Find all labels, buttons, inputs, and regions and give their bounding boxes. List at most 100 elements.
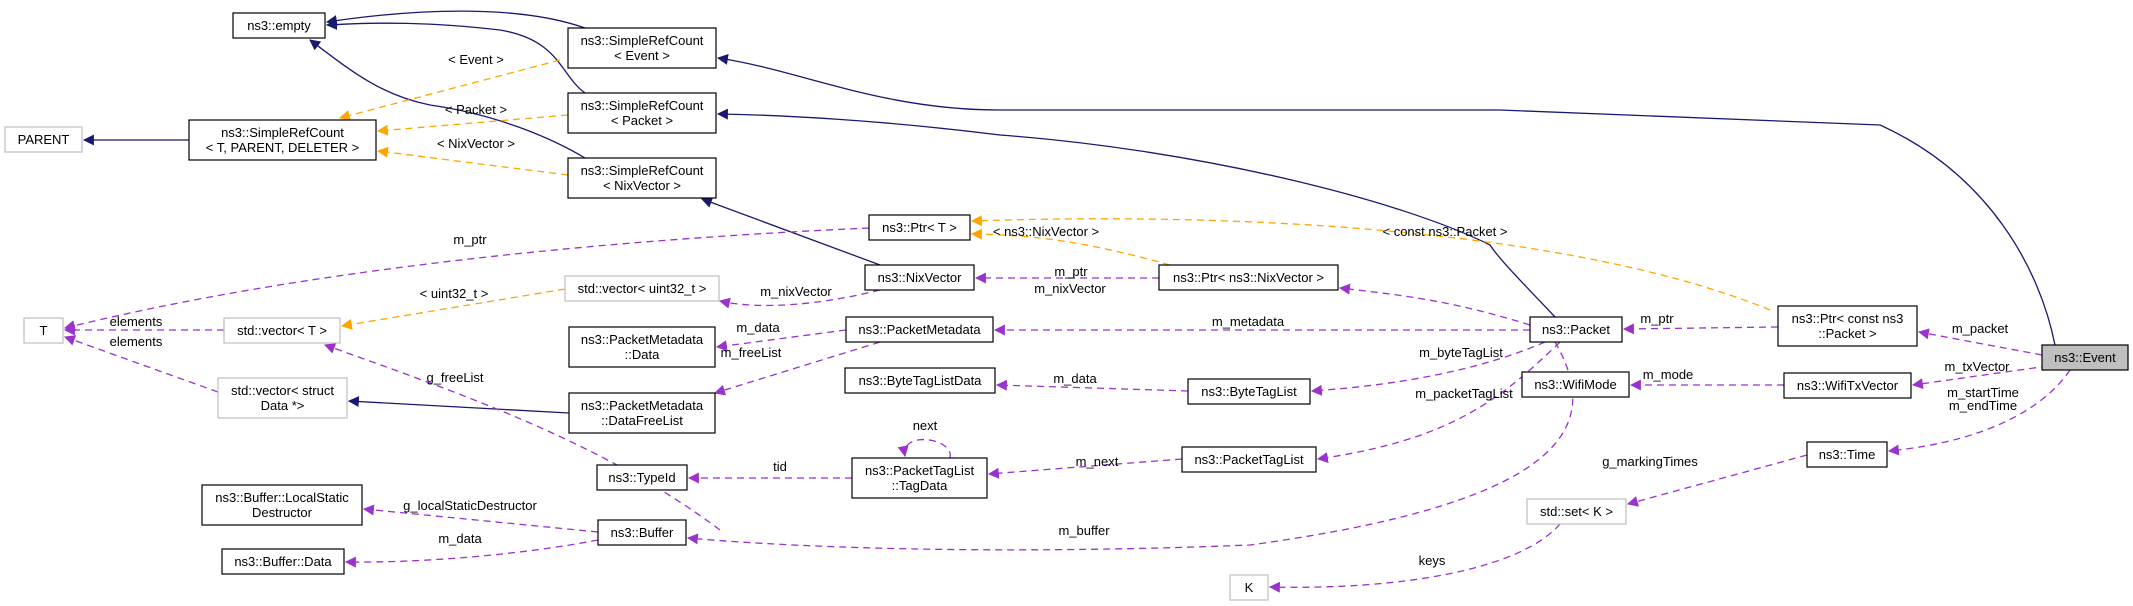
edge-packet-to-btl [1310, 341, 1546, 396]
node-box [188, 119, 377, 161]
class-node-event[interactable]: ns3::Event [2041, 344, 2129, 371]
edge-ptr_cpacket-to-packet [1622, 323, 1779, 335]
edge-src_packet-to-src_tpd [376, 114, 569, 136]
node-label: std::vector< struct [231, 383, 334, 398]
node-box [564, 275, 720, 302]
class-node-ptl-tagdata[interactable]: ns3::PacketTagList::TagData [851, 457, 988, 499]
node-box [1181, 446, 1317, 473]
class-node-packet[interactable]: ns3::Packet [1529, 316, 1623, 343]
node-label: ns3::Buffer::LocalStatic [215, 490, 349, 505]
edge-label: tid [773, 459, 787, 474]
node-label: ns3::SimpleRefCount [581, 163, 704, 178]
edge-event-to-ptr_cpacket [1917, 328, 2043, 356]
edge-label: g_markingTimes [1602, 454, 1698, 469]
node-box [217, 377, 348, 419]
class-node-ptr-nix[interactable]: ns3::Ptr< ns3::NixVector > [1158, 264, 1339, 291]
edge-label: g_freeList [426, 370, 483, 385]
edge-label: m_txVector [1944, 359, 2010, 374]
class-node-vec-t[interactable]: std::vector< T > [223, 317, 341, 344]
node-label: ns3::TypeId [608, 470, 675, 485]
node-label: ::Data [625, 347, 660, 362]
edge-label: < ns3::NixVector > [993, 224, 1099, 239]
node-box [596, 464, 688, 491]
node-label: ns3::PacketMetadata [581, 332, 704, 347]
node-box [1529, 316, 1623, 343]
node-box [567, 27, 717, 69]
node-box [567, 92, 717, 134]
node-box [1187, 378, 1311, 405]
class-node-ptr-cpacket[interactable]: ns3::Ptr< const ns3::Packet > [1777, 305, 1918, 347]
node-box [1158, 264, 1339, 291]
node-box [1526, 498, 1627, 525]
node-label: ns3::ByteTagListData [859, 373, 983, 388]
class-node-parent[interactable]: PARENT [4, 126, 83, 153]
node-box [23, 317, 64, 344]
class-node-src-packet[interactable]: ns3::SimpleRefCount< Packet > [567, 92, 717, 134]
class-node-vec-u32[interactable]: std::vector< uint32_t > [564, 275, 720, 302]
node-box [232, 12, 326, 39]
node-label: ns3::WifiMode [1534, 377, 1616, 392]
node-box [1783, 372, 1912, 399]
class-node-buf-data[interactable]: ns3::Buffer::Data [221, 548, 345, 575]
node-label: std::vector< uint32_t > [578, 281, 707, 296]
class-node-time[interactable]: ns3::Time [1806, 441, 1888, 468]
node-box [223, 317, 341, 344]
edge-ptr_cpacket-to-ptr_T [970, 215, 1771, 311]
edge-label: m_freeList [721, 345, 782, 360]
node-label: Destructor [252, 505, 313, 520]
class-node-src-event[interactable]: ns3::SimpleRefCount< Event > [567, 27, 717, 69]
node-label: ns3::Ptr< T > [882, 220, 957, 235]
edge-label: m_mode [1643, 367, 1694, 382]
node-label: std::vector< T > [237, 323, 327, 338]
class-node-ptl[interactable]: ns3::PacketTagList [1181, 446, 1317, 473]
node-label: ns3::ByteTagList [1201, 384, 1297, 399]
node-label: std::set< K > [1540, 504, 1613, 519]
node-label: ::Packet > [1818, 326, 1876, 341]
edge-event-to-src_event [716, 53, 2056, 346]
class-node-wifimode[interactable]: ns3::WifiMode [1521, 371, 1630, 398]
node-box [221, 548, 345, 575]
class-node-set-k[interactable]: std::set< K > [1526, 498, 1627, 525]
node-label: ns3::PacketTagList [865, 463, 975, 478]
node-box [868, 214, 971, 241]
class-node-k[interactable]: K [1229, 574, 1269, 601]
node-box [567, 157, 717, 199]
class-node-src-nix[interactable]: ns3::SimpleRefCount< NixVector > [567, 157, 717, 199]
node-label: < T, PARENT, DELETER > [206, 140, 359, 155]
class-node-btl[interactable]: ns3::ByteTagList [1187, 378, 1311, 405]
edge-label: m_buffer [1058, 523, 1110, 538]
edge-label: m_endTime [1949, 398, 2017, 413]
node-label: ::DataFreeList [601, 413, 683, 428]
edge-packet-to-src_packet [716, 108, 1556, 318]
class-node-empty[interactable]: ns3::empty [232, 12, 326, 39]
class-node-pm-freelist[interactable]: ns3::PacketMetadata::DataFreeList [568, 392, 716, 434]
class-node-pmeta[interactable]: ns3::PacketMetadata [845, 316, 994, 343]
edge-label: m_byteTagList [1419, 345, 1503, 360]
class-node-wifitx[interactable]: ns3::WifiTxVector [1783, 372, 1912, 399]
node-box [1777, 305, 1918, 347]
class-node-ptr-t[interactable]: ns3::Ptr< T > [868, 214, 971, 241]
edge-label: elements [110, 334, 163, 349]
edge-label: next [913, 418, 938, 433]
class-node-btl-data[interactable]: ns3::ByteTagListData [844, 367, 996, 394]
class-node-pm-data[interactable]: ns3::PacketMetadata::Data [568, 326, 716, 368]
edge-buffer-to-vec_T [323, 343, 721, 531]
edge-packet-to-buffer [686, 341, 1574, 551]
class-node-buffer[interactable]: ns3::Buffer [597, 519, 687, 546]
node-label: ns3::Buffer::Data [234, 554, 332, 569]
edge-event-to-time [1887, 369, 2071, 456]
class-node-typeid[interactable]: ns3::TypeId [596, 464, 688, 491]
edge-label: m_data [1053, 371, 1097, 386]
node-label: < NixVector > [603, 178, 681, 193]
edge-label: m_packet [1952, 321, 2009, 336]
edge-vec_data-to-T [63, 335, 219, 393]
node-box [845, 316, 994, 343]
node-label: ns3::NixVector [878, 270, 962, 285]
class-node-nixvector[interactable]: ns3::NixVector [864, 264, 975, 291]
class-node-t[interactable]: T [23, 317, 64, 344]
edge-buffer-to-buf_data [344, 539, 599, 568]
class-node-src-tpd[interactable]: ns3::SimpleRefCount< T, PARENT, DELETER … [188, 119, 377, 161]
